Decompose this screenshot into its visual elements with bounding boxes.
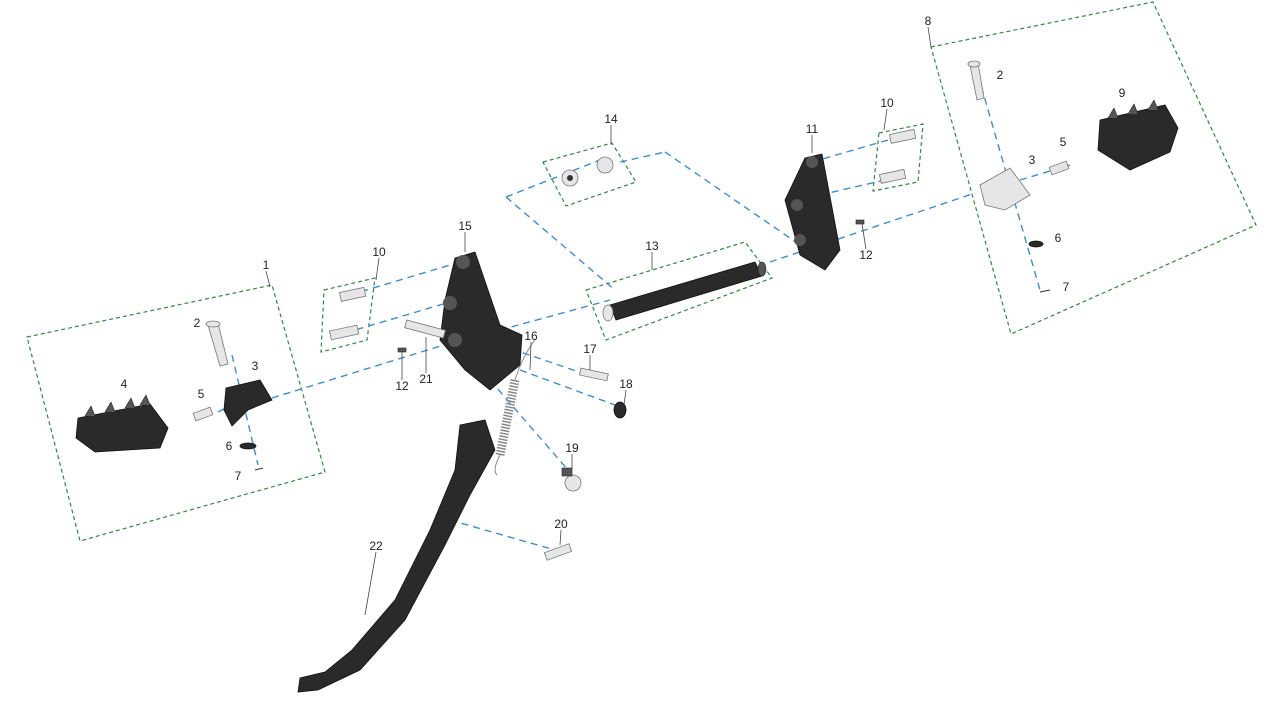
washer-6 xyxy=(239,240,1044,450)
group-8-outline xyxy=(930,1,1257,335)
group-14-outline xyxy=(542,142,637,207)
cotter-7 xyxy=(254,289,1051,471)
side-stand-22 xyxy=(297,419,496,693)
footpeg-right xyxy=(1097,99,1179,171)
callout-7-left: 7 xyxy=(235,469,242,483)
leader-lines xyxy=(265,26,932,616)
group-10-left-outline xyxy=(320,277,376,353)
callout-14: 14 xyxy=(604,112,618,126)
callout-6-left: 6 xyxy=(226,439,233,453)
bolts-10 xyxy=(328,128,917,341)
bracket-15 xyxy=(439,251,523,391)
pin-21 xyxy=(404,319,446,339)
callout-12-left: 12 xyxy=(395,379,409,393)
callout-2-right: 2 xyxy=(997,68,1004,82)
callout-22: 22 xyxy=(369,539,383,553)
callout-19: 19 xyxy=(565,441,579,455)
washer-18 xyxy=(613,401,627,419)
callout-10-left: 10 xyxy=(372,245,386,259)
callout-7-right: 7 xyxy=(1063,280,1070,294)
callout-8: 8 xyxy=(925,14,932,28)
pin-2-right xyxy=(967,60,985,101)
callout-16: 16 xyxy=(524,329,538,343)
callout-15: 15 xyxy=(458,219,472,233)
bolt-19 xyxy=(561,467,582,492)
callout-6-right: 6 xyxy=(1055,231,1062,245)
callout-3-right: 3 xyxy=(1029,153,1036,167)
callout-10-right: 10 xyxy=(880,96,894,110)
group-1-outline xyxy=(26,284,326,542)
washer-nut-14 xyxy=(561,156,614,187)
group-13-outline xyxy=(585,241,773,341)
callout-17: 17 xyxy=(583,342,597,356)
callout-20: 20 xyxy=(554,517,568,531)
footpeg-left xyxy=(75,394,169,453)
callout-1: 1 xyxy=(263,258,270,272)
callout-18: 18 xyxy=(619,377,633,391)
callout-3-left: 3 xyxy=(252,359,259,373)
spring-5-left xyxy=(192,406,214,422)
pin-2-left xyxy=(205,320,229,367)
callout-5-left: 5 xyxy=(198,387,205,401)
spring-16 xyxy=(494,339,536,476)
bolt-17 xyxy=(578,367,609,382)
callout-21: 21 xyxy=(419,372,433,386)
bolt-20 xyxy=(543,543,573,561)
callout-12-right: 12 xyxy=(859,248,873,262)
bracket-11 xyxy=(784,153,841,271)
callout-4: 4 xyxy=(121,377,128,391)
spring-5-right xyxy=(1048,160,1070,176)
callout-5-right: 5 xyxy=(1060,135,1067,149)
callout-11: 11 xyxy=(806,122,819,136)
callout-9: 9 xyxy=(1119,86,1126,100)
callout-2-left: 2 xyxy=(194,316,201,330)
shaft-13 xyxy=(602,261,767,322)
callout-labels: 1 2 3 4 5 6 7 8 2 3 5 9 6 7 10 10 11 12 … xyxy=(121,14,1126,553)
group-10-right-outline xyxy=(872,123,924,192)
callout-13: 13 xyxy=(645,239,659,253)
bracket-3-right xyxy=(979,167,1031,211)
bracket-3-left xyxy=(223,379,273,427)
assembly-axis-lines xyxy=(217,74,1071,551)
